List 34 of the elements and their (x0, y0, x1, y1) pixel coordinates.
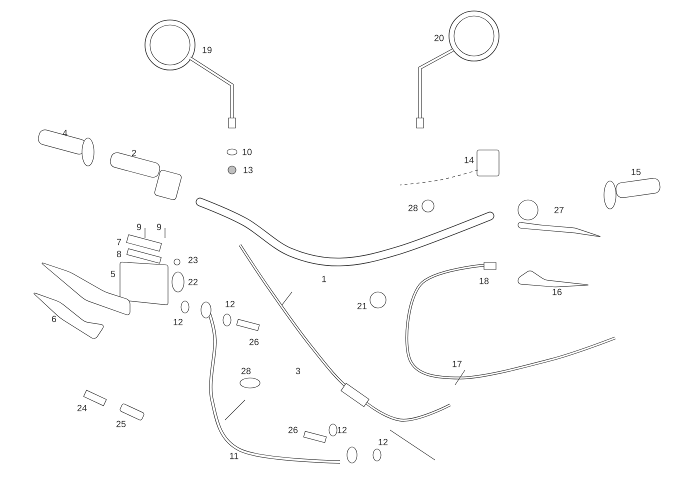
callout-number: 19 (202, 46, 212, 54)
callout-number: 22 (188, 278, 198, 286)
callout-number: 5 (110, 270, 116, 278)
callout-number: 9 (136, 224, 142, 230)
callout-number: 16 (552, 288, 562, 296)
callout-number: 14 (464, 156, 474, 164)
callout-number: 13 (244, 166, 253, 174)
callout-number: 8 (116, 250, 122, 258)
callout-number: 2 (132, 150, 136, 156)
callout-number: 23 (188, 256, 198, 264)
callout-number: 12 (338, 426, 347, 434)
callout-number: 4 (62, 130, 68, 136)
callout-number: 3 (296, 368, 300, 374)
callout-number: 24 (77, 404, 87, 412)
callout-number: 12 (174, 318, 183, 326)
callout-number: 6 (52, 316, 56, 322)
callout-number: 20 (434, 34, 444, 42)
callout-number: 12 (378, 438, 388, 446)
callout-number: 11 (230, 452, 238, 460)
callout-number: 12 (226, 300, 235, 308)
callout-number: 25 (116, 420, 126, 428)
callout-number: 1 (322, 276, 326, 282)
callout-number: 26 (249, 338, 259, 346)
callout-number: 28 (408, 204, 418, 212)
callout-number: 17 (452, 360, 462, 368)
callout-number: 15 (632, 168, 641, 176)
callout-number: 7 (116, 238, 122, 246)
callout-number: 21 (357, 302, 367, 310)
callout-number: 26 (288, 426, 298, 434)
callout-number: 27 (554, 206, 564, 214)
callout-number: 28 (241, 368, 251, 374)
callout-number: 18 (480, 278, 489, 284)
callout-number: 10 (242, 148, 252, 156)
callout-number: 9 (156, 224, 162, 230)
